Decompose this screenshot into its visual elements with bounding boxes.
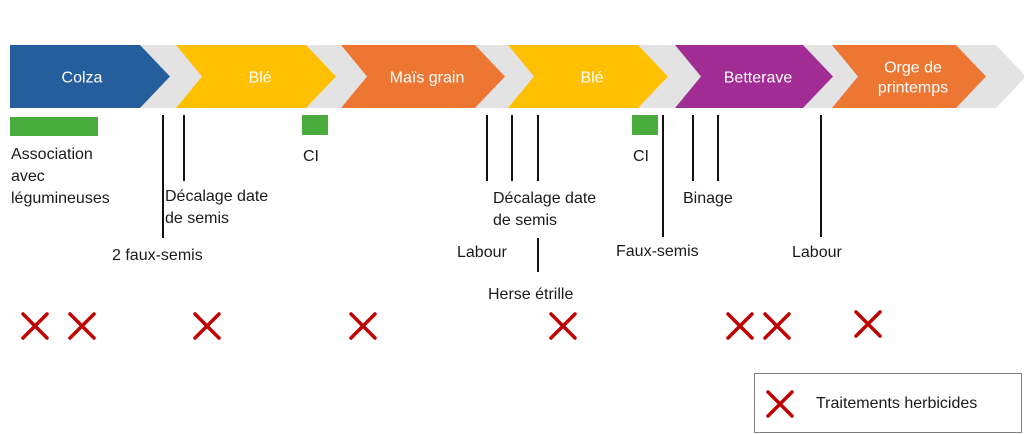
stage-label: Colza xyxy=(62,70,103,87)
herbicide-x-icon xyxy=(763,312,791,340)
binage-line-1 xyxy=(692,115,694,181)
stage-label: Maïs grain xyxy=(390,70,465,87)
ci-label-1: CI xyxy=(303,148,319,165)
legend-label: Traitements herbicides xyxy=(816,395,978,412)
stage-label: Betterave xyxy=(724,70,793,87)
labour-line-1-a xyxy=(486,115,488,181)
herbicide-x-icon xyxy=(349,312,377,340)
herbicide-x-icon xyxy=(21,312,49,340)
herbicide-x-icon xyxy=(193,312,221,340)
stage-label: Blé xyxy=(580,70,603,87)
stage-arrow xyxy=(10,45,170,108)
herse-label: Herse étrille xyxy=(488,286,574,303)
ci-bar-2 xyxy=(632,115,658,135)
stage-arrow xyxy=(176,45,336,108)
association-label: Association avec légumineuses xyxy=(11,146,110,207)
association-bar xyxy=(10,117,98,136)
faux-semis-2-label: 2 faux-semis xyxy=(112,247,203,264)
herbicide-x-icon xyxy=(726,312,754,340)
ci-label-2: CI xyxy=(633,148,649,165)
connector-chevron xyxy=(956,45,1024,108)
labour-label-2: Labour xyxy=(792,244,842,261)
faux-semis-line-2 xyxy=(662,115,664,237)
herse-line xyxy=(537,238,539,272)
labour-line-1-b xyxy=(511,115,513,181)
faux-semis-label: Faux-semis xyxy=(616,243,699,260)
decalage-line-2 xyxy=(537,115,539,181)
stage-arrow xyxy=(832,45,986,108)
stage-label: Blé xyxy=(248,70,271,87)
labour-line-2 xyxy=(820,115,822,237)
decalage-line-1 xyxy=(183,115,185,181)
labour-label-1: Labour xyxy=(457,244,507,261)
decalage-label-2: Décalage date de semis xyxy=(493,190,597,229)
legend: Traitements herbicides xyxy=(754,373,1022,433)
binage-line-2 xyxy=(717,115,719,181)
binage-label: Binage xyxy=(683,190,733,207)
ci-bar-1 xyxy=(302,115,328,135)
stage-arrow xyxy=(675,45,833,108)
red-x-icon xyxy=(766,390,794,418)
stage-arrow xyxy=(341,45,505,108)
herbicide-x-icon xyxy=(854,310,882,338)
faux-semis-line xyxy=(162,115,164,238)
herbicide-x-icon xyxy=(549,312,577,340)
decalage-label-1: Décalage date de semis xyxy=(165,188,269,227)
stage-arrow xyxy=(508,45,668,108)
herbicide-x-icon xyxy=(68,312,96,340)
